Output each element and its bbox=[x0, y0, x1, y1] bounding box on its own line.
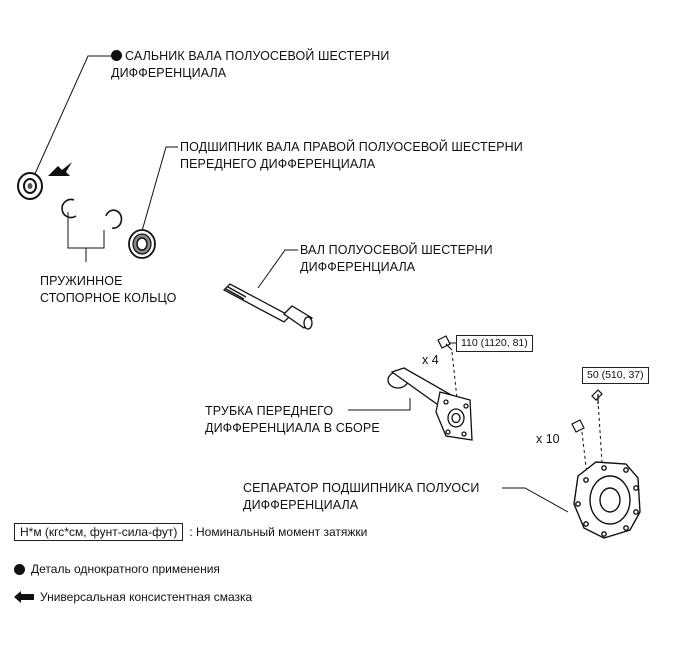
bearing-part bbox=[128, 229, 156, 259]
non-reusable-legend-text: Деталь однократного применения bbox=[31, 562, 220, 576]
retainer-leader bbox=[502, 487, 569, 513]
retainer-bolt-parts bbox=[571, 389, 603, 433]
tube-torque-box: 110 (1120, 81) bbox=[456, 335, 533, 352]
grease-arrow-icon bbox=[48, 162, 72, 176]
torque-legend-text: : Номинальный момент затяжки bbox=[189, 525, 368, 539]
retainer-bolt-axis-2 bbox=[597, 399, 603, 463]
tube-bolt-quantity: x 4 bbox=[422, 353, 439, 367]
legend-grease: Универсальная консистентная смазка bbox=[14, 590, 252, 604]
bearing-label: ПОДШИПНИК ВАЛА ПРАВОЙ ПОЛУОСЕВОЙ ШЕСТЕРН… bbox=[180, 140, 523, 171]
tube-leader bbox=[348, 398, 411, 411]
shaft-label: ВАЛ ПОЛУОСЕВОЙ ШЕСТЕРНИ ДИФФЕРЕНЦИАЛА bbox=[300, 243, 493, 274]
shaft-leader bbox=[257, 249, 298, 289]
oil-seal-part bbox=[17, 172, 43, 200]
legend-non-reusable: Деталь однократного применения bbox=[14, 562, 220, 576]
tube-bolt-part bbox=[437, 335, 453, 351]
legend-torque: Н*м (кгс*см, фунт-сила-фут) : Номинальны… bbox=[14, 523, 367, 541]
grease-legend-text: Универсальная консистентная смазка bbox=[40, 590, 253, 604]
shaft-part bbox=[222, 283, 313, 330]
retainer-label: СЕПАРАТОР ПОДШИПНИКА ПОЛУОСИ ДИФФЕРЕНЦИА… bbox=[243, 481, 480, 512]
non-reusable-icon bbox=[111, 50, 122, 61]
snap-ring-part bbox=[61, 198, 123, 229]
retainer-bolt-quantity: x 10 bbox=[536, 432, 560, 446]
oil-seal-label: САЛЬНИК ВАЛА ПОЛУОСЕВОЙ ШЕСТЕРНИ ДИФФЕРЕ… bbox=[111, 49, 390, 80]
torque-legend-key: Н*м (кгс*см, фунт-сила-фут) bbox=[14, 523, 184, 541]
tube-assembly-part bbox=[387, 367, 473, 441]
bearing-leader bbox=[139, 146, 178, 239]
filled-circle-icon bbox=[14, 563, 25, 575]
retainer-torque-box: 50 (510, 37) bbox=[582, 367, 649, 384]
snap-ring-label: ПРУЖИННОЕ СТОПОРНОЕ КОЛЬЦО bbox=[40, 274, 177, 305]
bearing-retainer-part bbox=[573, 461, 641, 539]
arrow-left-icon bbox=[14, 591, 34, 603]
tube-label: ТРУБКА ПЕРЕДНЕГО ДИФФЕРЕНЦИАЛА В СБОРЕ bbox=[205, 404, 380, 435]
oil-seal-leader bbox=[33, 55, 112, 177]
